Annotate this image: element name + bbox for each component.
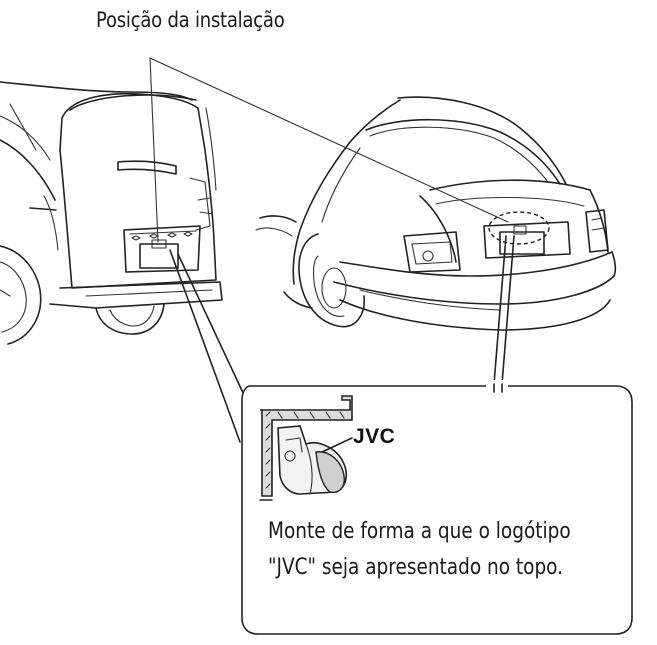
camera-detail [259, 395, 353, 501]
leader-lines [149, 57, 515, 443]
jvc-logo-label: JVC [353, 425, 396, 448]
callout-box [241, 380, 633, 635]
mounting-instruction: Monte de forma a que o logótipo "JVC" se… [268, 514, 571, 586]
mounting-instruction-line-1: Monte de forma a que o logótipo [268, 519, 571, 544]
installation-position-label: Posição da instalação [96, 8, 285, 32]
hatchback-illustration [0, 81, 223, 345]
sedan-illustration [255, 96, 617, 331]
mounting-instruction-line-2: "JVC" seja apresentado no topo. [268, 555, 564, 580]
